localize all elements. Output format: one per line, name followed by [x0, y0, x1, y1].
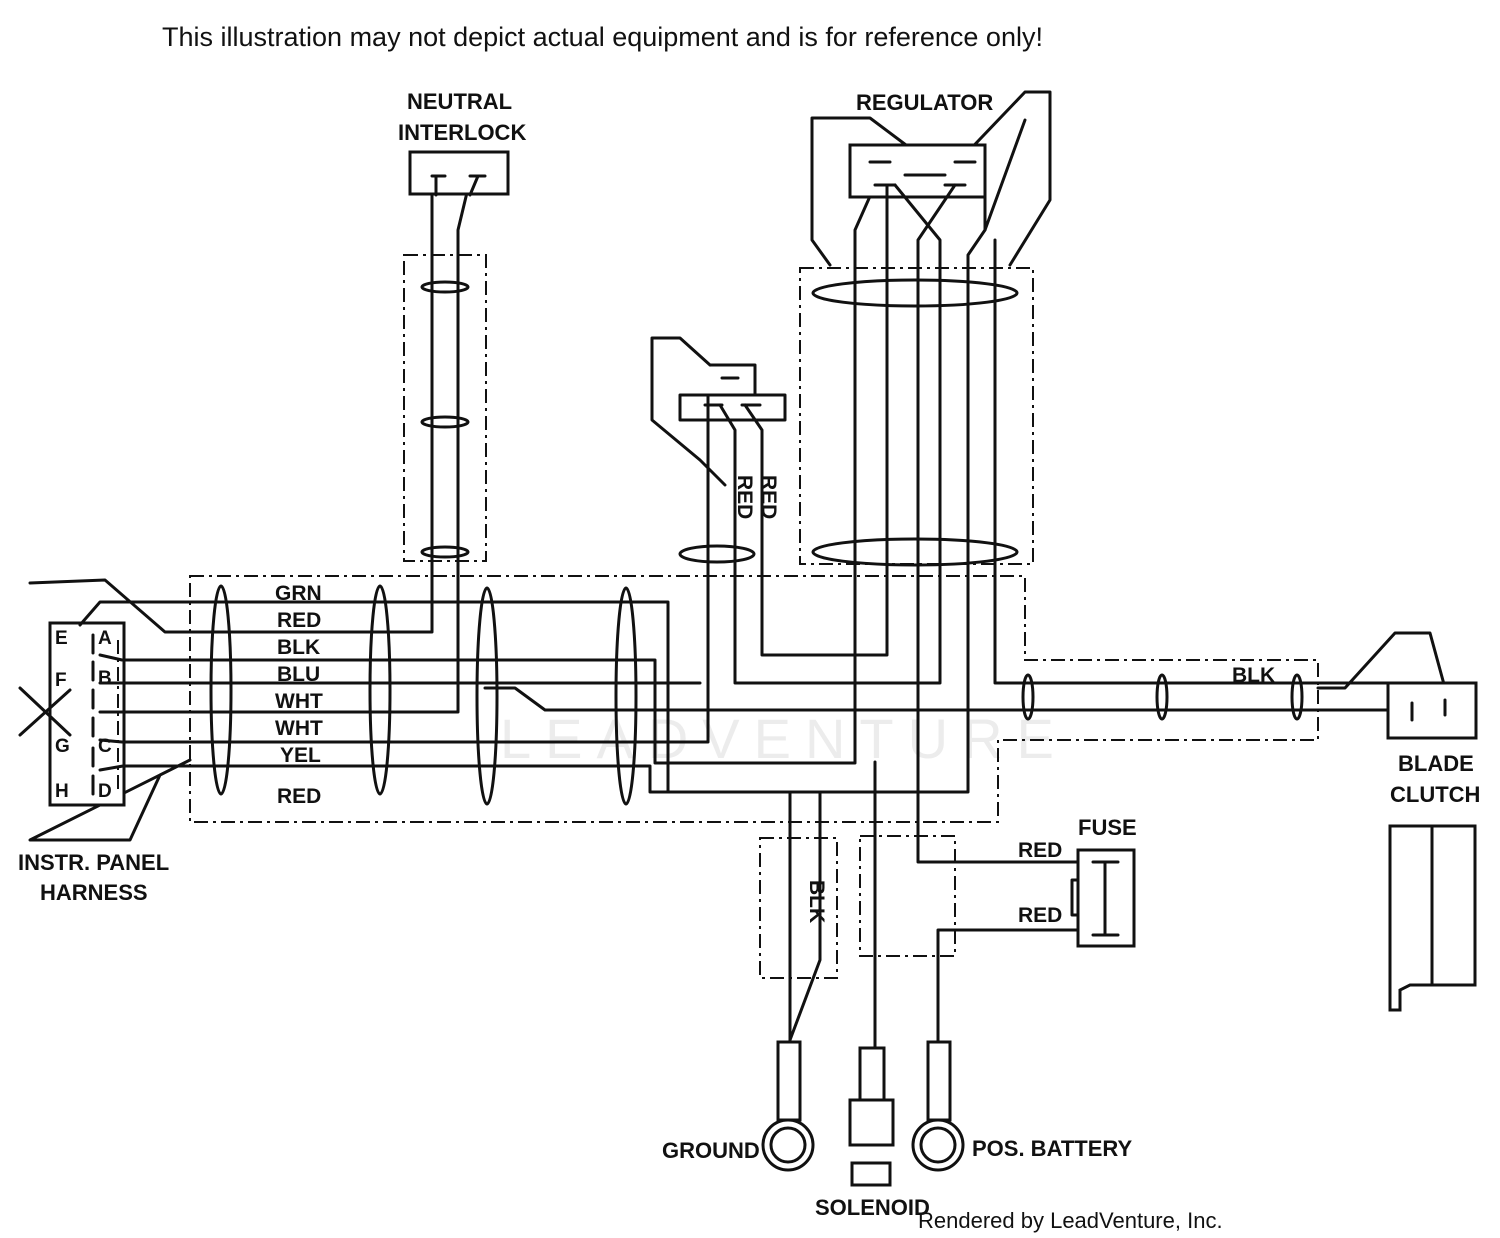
main-harness-sleeve [189, 575, 1319, 823]
battery-ring-inner [919, 1126, 957, 1164]
fuse-element [1070, 860, 1120, 937]
fuse-wire-label-top: RED [1018, 839, 1062, 862]
key-switch-outline [650, 336, 787, 487]
key-switch-wire-label-2: RED [757, 475, 780, 519]
credit-text: Rendered by LeadVenture, Inc. [918, 1208, 1223, 1233]
harness-wire-label-red-1: RED [277, 609, 321, 632]
harness-wire-label-grn: GRN [275, 582, 322, 605]
blade-clutch-wire-label: BLK [1232, 664, 1275, 687]
battery-ring-outer [911, 1118, 965, 1172]
fuse-wire-label-bottom: RED [1018, 904, 1062, 927]
terminal-leads [788, 760, 877, 1050]
battery-terminal-sleeve [926, 1040, 952, 1122]
regulator-body [848, 143, 987, 199]
ground-ring-inner [769, 1126, 807, 1164]
instr-panel-label-line-2: HARNESS [40, 880, 148, 905]
neutral-interlock-switch [408, 150, 510, 196]
pin-label-h: H [55, 781, 69, 802]
ground-ring-outer [761, 1118, 815, 1172]
solenoid-terminal-sleeve [858, 1046, 886, 1102]
pin-label-f: F [55, 670, 67, 691]
pin-label-e: E [55, 628, 68, 649]
interlock-wire-bundles [420, 280, 470, 559]
watermark: LEADVENTURE [500, 707, 1068, 770]
blade-clutch-terminals [1410, 698, 1447, 722]
regulator-outline [810, 90, 1052, 267]
ground-sleeve [759, 837, 838, 979]
pin-label-b: B [98, 668, 112, 689]
disclaimer-text: This illustration may not depict actual … [162, 22, 1043, 52]
connector-cross-link [18, 686, 72, 737]
solenoid-spade [848, 1098, 895, 1147]
instr-panel-connector-body [48, 621, 126, 807]
pin-label-a: A [98, 628, 112, 649]
solenoid-sleeve [859, 835, 956, 957]
solenoid-label: SOLENOID [815, 1195, 930, 1220]
key-switch-wire-bundle [678, 544, 756, 564]
key-switch-wire-label-1: RED [733, 475, 756, 519]
neutral-interlock-terminals [430, 174, 487, 197]
interlock-sleeve [403, 254, 487, 562]
ground-label: GROUND [662, 1138, 760, 1163]
instr-panel-connector-outline [28, 578, 192, 842]
harness-wire-label-wht-1: WHT [275, 690, 323, 713]
pin-label-d: D [98, 781, 112, 802]
blade-clutch-connector [1386, 681, 1478, 740]
harness-wire-label-wht-2: WHT [275, 717, 323, 740]
harness-wire-label-blk: BLK [277, 636, 320, 659]
solenoid-icon [850, 1161, 892, 1187]
blade-clutch-label-line-1: BLADE [1398, 751, 1474, 776]
harness-wire-label-yel: YEL [280, 744, 321, 767]
fuse-label: FUSE [1078, 815, 1137, 840]
blade-clutch-lead [1316, 631, 1447, 690]
instr-panel-label-line-1: INSTR. PANEL [18, 850, 169, 875]
fuse-to-battery-wire [936, 928, 1080, 1047]
neutral-interlock-label-line-2: INTERLOCK [398, 120, 526, 145]
regulator-wire-bundles [811, 278, 1019, 567]
neutral-interlock-label-line-1: NEUTRAL [407, 89, 512, 114]
pos-battery-label: POS. BATTERY [972, 1136, 1132, 1161]
harness-wire-label-red-2: RED [277, 785, 321, 808]
regulator-label: REGULATOR [856, 90, 993, 115]
ground-terminal-sleeve [776, 1040, 802, 1122]
harness-wire-label-blu: BLU [277, 663, 320, 686]
regulator-terminals [718, 118, 1397, 864]
main-harness-bundles [209, 584, 1304, 806]
blade-clutch-label-line-2: CLUTCH [1390, 782, 1480, 807]
ground-wire-label: BLK [805, 880, 828, 923]
key-switch-terminals [703, 376, 762, 407]
connector-pin-stubs [91, 633, 119, 796]
pin-label-g: G [55, 736, 70, 757]
